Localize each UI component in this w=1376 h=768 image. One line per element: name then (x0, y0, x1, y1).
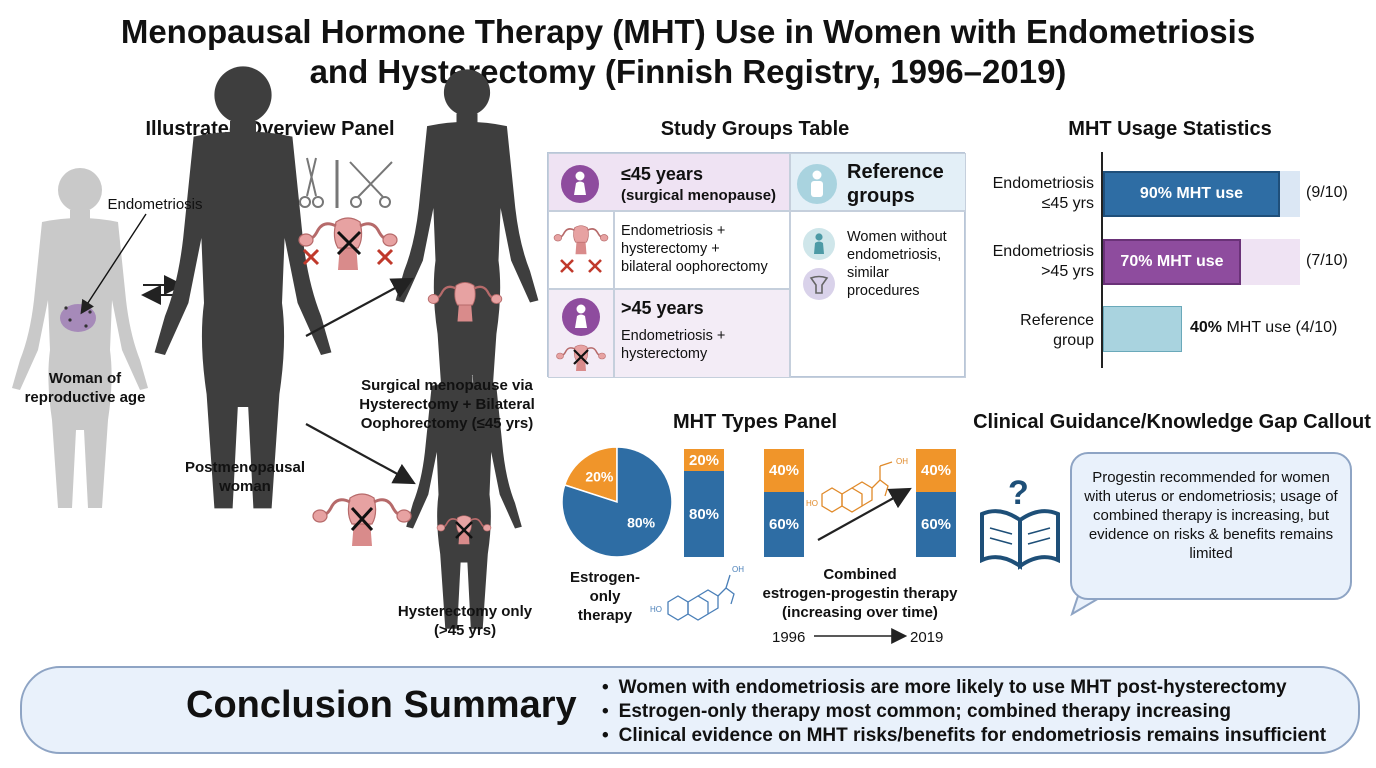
female-icon (561, 165, 599, 203)
stacked-segment: 40% (916, 449, 956, 492)
conclusion-item: Estrogen-only therapy most common; combi… (602, 700, 1326, 724)
female-icon (562, 298, 600, 336)
group-young-header: ≤45 years (surgical menopause) (548, 153, 790, 211)
conclusion-list: Women with endometriosis are more likely… (602, 676, 1326, 748)
stacked-segment: 40% (764, 449, 804, 492)
surgical-tools-icon (299, 157, 393, 208)
person-icon (797, 164, 837, 204)
group-young-description: Endometriosis +hysterectomy +bilateral o… (614, 211, 790, 289)
uterus-icon (803, 268, 835, 300)
estradiol-molecule-icon (667, 574, 735, 621)
endometriosis-label: Endometriosis (107, 196, 203, 213)
stacked-segment: 80% (684, 471, 724, 557)
svg-text:OH: OH (896, 457, 908, 466)
study-groups-table: ≤45 years (surgical menopause) Endometri… (547, 152, 966, 378)
year-end: 2019 (910, 629, 944, 646)
group-old-icon-cell (548, 289, 614, 378)
guidance-title: Clinical Guidance/Knowledge Gap Callout (973, 411, 1371, 433)
conclusion-item: Clinical evidence on MHT risks/benefits … (602, 724, 1326, 748)
reference-header: Reference groups (790, 153, 966, 211)
year-start: 1996 (772, 629, 806, 646)
group-old-cell: >45 years Endometriosis +hysterectomy (614, 289, 790, 378)
svg-text:HO: HO (806, 499, 818, 508)
page-title: Menopausal Hormone Therapy (MHT) Use in … (120, 13, 1256, 90)
bar-label-young: Endometriosis≤45 yrs (992, 175, 1094, 212)
pie-slice (561, 446, 673, 558)
usage-count: (9/10) (1306, 184, 1348, 201)
pie-label: 20% (585, 469, 614, 485)
usage-count: (7/10) (1306, 252, 1348, 269)
usage-bar-chart: 90% MHT use (9/10) 70% MHT use (7/10) 40% MH… (1103, 152, 1348, 368)
stacked-segment: 20% (684, 449, 724, 471)
svg-text:HO: HO (650, 605, 662, 614)
person-icon (803, 228, 835, 260)
estrogen-only-bar: 20%80% (684, 449, 724, 557)
pie-label: 80% (627, 514, 656, 530)
conclusion-item: Women with endometriosis are more likely… (602, 676, 1326, 700)
types-title: MHT Types Panel (672, 411, 838, 433)
pie-slice (563, 446, 618, 504)
usage-bar (1103, 306, 1182, 352)
stacked-segment: 60% (916, 492, 956, 557)
usage-data-label: 40% MHT use (4/10) (1190, 319, 1338, 336)
usage-bar: 90% MHT use (1103, 171, 1280, 217)
usage-axis (1101, 152, 1103, 368)
hysterectomy-only-label: Hysterectomy only(>45 yrs) (397, 603, 533, 639)
svg-text:?: ? (1008, 474, 1029, 512)
combined-start-bar: 40%60% (764, 449, 804, 557)
conclusion-title: Conclusion Summary (186, 684, 577, 726)
usage-title: MHT Usage Statistics (1068, 118, 1272, 140)
uterus-x-icon (555, 344, 607, 372)
groups-table-title: Study Groups Table (660, 118, 850, 140)
guidance-callout: Progestin recommended for women with ute… (1070, 452, 1352, 600)
bar-label-old: Endometriosis>45 yrs (992, 243, 1094, 280)
progestin-molecule-icon (821, 461, 893, 513)
svg-text:OH: OH (732, 565, 744, 574)
usage-bar: 70% MHT use (1103, 239, 1241, 285)
combined-end-bar: 40%60% (916, 449, 956, 557)
uterus-removed-icon (548, 211, 614, 289)
stacked-segment: 60% (764, 492, 804, 557)
